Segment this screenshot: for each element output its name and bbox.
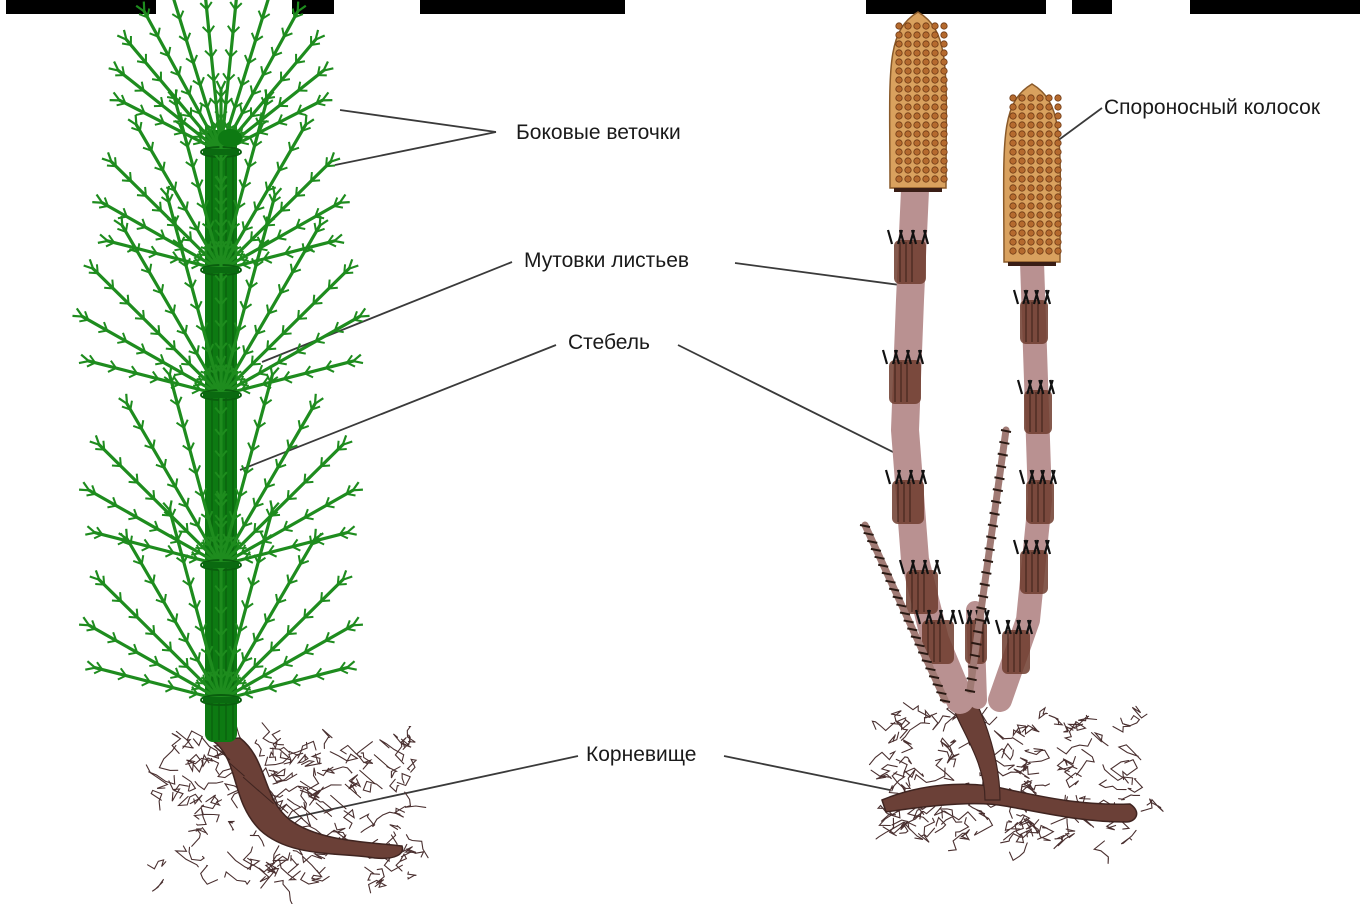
spore-bearing-shoot <box>860 12 1163 864</box>
stem-node <box>203 392 239 398</box>
left-roots <box>146 723 428 904</box>
leader-stem-right <box>678 345 905 458</box>
stem-node <box>203 267 239 273</box>
stem-node <box>203 697 239 703</box>
leader-rhizome-right <box>724 756 890 790</box>
spore-spike-2 <box>1004 84 1062 266</box>
stem-node <box>203 149 239 155</box>
fertile-stem-1 <box>883 190 960 700</box>
label-stem: Стебель <box>568 332 650 353</box>
leader-rhizome-left <box>282 756 578 820</box>
stem-node <box>203 562 239 568</box>
spore-spike-1 <box>890 12 948 192</box>
label-leaf-whorls: Мутовки листьев <box>524 250 689 271</box>
left-rhizome <box>212 738 403 858</box>
leader-leaf-whorls-right <box>735 263 900 285</box>
label-spore-spike: Спороносный колосок <box>1104 97 1320 118</box>
label-rhizome: Корневище <box>586 744 696 765</box>
branch-whorl <box>79 491 363 705</box>
leader-lateral-branches-2 <box>335 132 496 165</box>
vegetative-shoot <box>72 0 428 904</box>
right-roots <box>870 703 1164 864</box>
label-lateral-branches: Боковые веточки <box>516 122 681 143</box>
leader-lateral-branches-1 <box>340 110 496 132</box>
fertile-stem-2 <box>996 262 1056 700</box>
stem-apex <box>218 129 242 147</box>
